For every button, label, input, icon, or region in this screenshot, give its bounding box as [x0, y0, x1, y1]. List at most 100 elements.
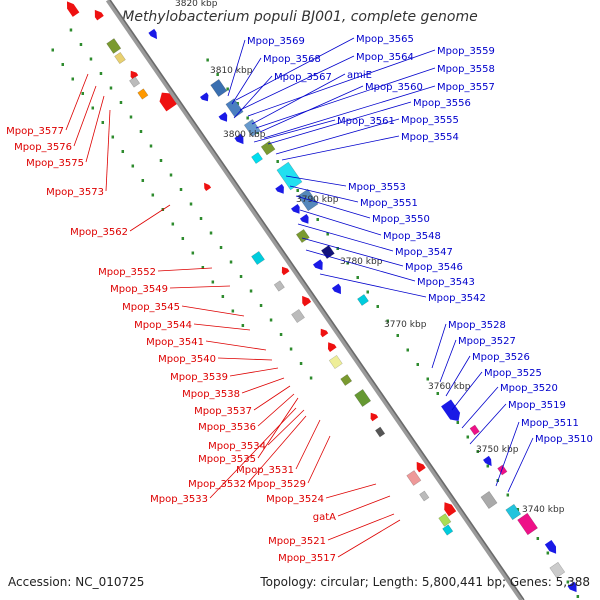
gene-features [66, 1, 577, 593]
svg-text:Mpop_3575: Mpop_3575 [26, 158, 84, 169]
guide-dot [376, 305, 379, 308]
guide-dot [89, 57, 93, 61]
forward-gene-18 [357, 294, 369, 306]
forward-gene-23 [480, 491, 498, 509]
reverse-gene-16 [328, 354, 343, 370]
reverse-gene-21 [416, 461, 426, 473]
svg-text:Mpop_3554: Mpop_3554 [401, 132, 459, 143]
reverse-gene-2 [106, 38, 122, 54]
reverse-gene-8 [204, 182, 212, 191]
forward-gene-27 [549, 561, 566, 579]
guide-dot [336, 247, 339, 250]
reverse-gene-11 [273, 280, 285, 292]
reverse-gene-label: gatA [313, 495, 391, 523]
guide-dot [416, 363, 420, 366]
forward-gene-label: Mpop_3527 [439, 336, 516, 383]
forward-gene-label: Mpop_3528 [431, 320, 506, 369]
svg-text:Mpop_3545: Mpop_3545 [122, 302, 180, 313]
svg-text:Mpop_3539: Mpop_3539 [170, 372, 228, 383]
forward-gene-0 [148, 28, 157, 40]
guide-dot [566, 580, 570, 584]
reverse-gene-label: Mpop_3532 [188, 415, 307, 490]
reverse-gene-20 [374, 426, 386, 438]
guide-dot [486, 464, 490, 468]
guide-dot [159, 159, 163, 162]
guide-dot [476, 450, 480, 453]
guide-dot [99, 72, 103, 75]
svg-text:Mpop_3532: Mpop_3532 [188, 479, 246, 490]
forward-gene-20 [469, 424, 480, 436]
forward-gene-2 [200, 92, 209, 102]
guide-dot [129, 115, 133, 119]
svg-text:Mpop_3557: Mpop_3557 [437, 82, 495, 93]
reverse-gene-labels: Mpop_3577Mpop_3576Mpop_3575Mpop_3573Mpop… [6, 73, 401, 564]
guide-dot [236, 102, 239, 105]
svg-text:Mpop_3547: Mpop_3547 [395, 247, 453, 258]
guide-dot [276, 160, 279, 163]
forward-gene-4 [218, 112, 228, 122]
svg-text:Mpop_3529: Mpop_3529 [248, 479, 306, 490]
reverse-gene-6 [137, 88, 149, 100]
guide-dot [181, 237, 185, 240]
forward-gene-label: Mpop_3569 [227, 36, 305, 97]
accession-label: Accession: NC_010725 [8, 575, 145, 589]
forward-gene-label: Mpop_3554 [281, 132, 459, 161]
forward-gene-label: Mpop_3543 [305, 249, 475, 288]
forward-gene-label: Mpop_3559 [247, 46, 495, 117]
guide-dot [406, 348, 409, 352]
svg-text:Mpop_3535: Mpop_3535 [198, 454, 256, 465]
svg-text:Mpop_3549: Mpop_3549 [110, 284, 168, 295]
genome-summary: Topology: circular; Length: 5,800,441 bp… [260, 575, 590, 589]
guide-dot [346, 261, 349, 265]
forward-gene-10 [275, 184, 284, 194]
svg-text:amiE: amiE [347, 70, 372, 81]
guide-dot [299, 362, 303, 365]
guide-dot [241, 324, 245, 327]
svg-text:Mpop_3540: Mpop_3540 [158, 354, 216, 365]
guide-dot [279, 333, 283, 336]
svg-text:Mpop_3511: Mpop_3511 [521, 418, 579, 429]
svg-text:Mpop_3537: Mpop_3537 [194, 406, 252, 417]
forward-gene-label: Mpop_3551 [289, 185, 418, 209]
guide-dot [179, 188, 183, 191]
svg-text:gatA: gatA [313, 512, 336, 523]
svg-text:Mpop_3528: Mpop_3528 [448, 320, 506, 331]
forward-gene-5 [243, 119, 261, 137]
reverse-gene-label: Mpop_3552 [98, 267, 213, 278]
forward-gene-label: Mpop_3542 [319, 273, 486, 304]
reverse-gene-1 [94, 9, 104, 21]
svg-text:Mpop_3538: Mpop_3538 [182, 389, 240, 400]
svg-text:Mpop_3561: Mpop_3561 [337, 116, 395, 127]
guide-dot [119, 101, 123, 104]
guide-dot [121, 150, 125, 153]
reverse-gene-18 [354, 389, 372, 407]
reverse-gene-0 [66, 1, 80, 17]
forward-gene-17 [331, 283, 341, 295]
reverse-gene-10 [281, 266, 290, 276]
svg-text:Mpop_3562: Mpop_3562 [70, 227, 128, 238]
reverse-gene-label: Mpop_3538 [182, 377, 285, 400]
svg-text:Mpop_3524: Mpop_3524 [266, 494, 324, 505]
reverse-gene-9 [251, 250, 265, 266]
forward-gene-13 [299, 214, 309, 224]
svg-text:Mpop_3519: Mpop_3519 [508, 400, 566, 411]
reverse-gene-19 [370, 412, 379, 422]
forward-gene-label: Mpop_3568 [231, 54, 321, 105]
svg-text:Mpop_3541: Mpop_3541 [146, 337, 204, 348]
svg-text:Mpop_3531: Mpop_3531 [236, 465, 294, 476]
guide-dot [81, 92, 85, 95]
forward-gene-label: Mpop_3511 [495, 418, 579, 487]
svg-text:Mpop_3558: Mpop_3558 [437, 64, 495, 75]
svg-text:Mpop_3551: Mpop_3551 [360, 198, 418, 209]
svg-text:Mpop_3533: Mpop_3533 [150, 494, 208, 505]
scale-tick-label: 3790 kbp [296, 195, 339, 205]
svg-text:Mpop_3543: Mpop_3543 [417, 277, 475, 288]
guide-dot [91, 106, 95, 110]
reverse-gene-label: Mpop_3517 [278, 519, 401, 564]
forward-gene-label: Mpop_3557 [263, 82, 495, 139]
guide-dot [231, 309, 235, 313]
svg-text:Mpop_3526: Mpop_3526 [472, 352, 530, 363]
guide-dot [201, 266, 205, 269]
guide-dot [239, 275, 243, 278]
